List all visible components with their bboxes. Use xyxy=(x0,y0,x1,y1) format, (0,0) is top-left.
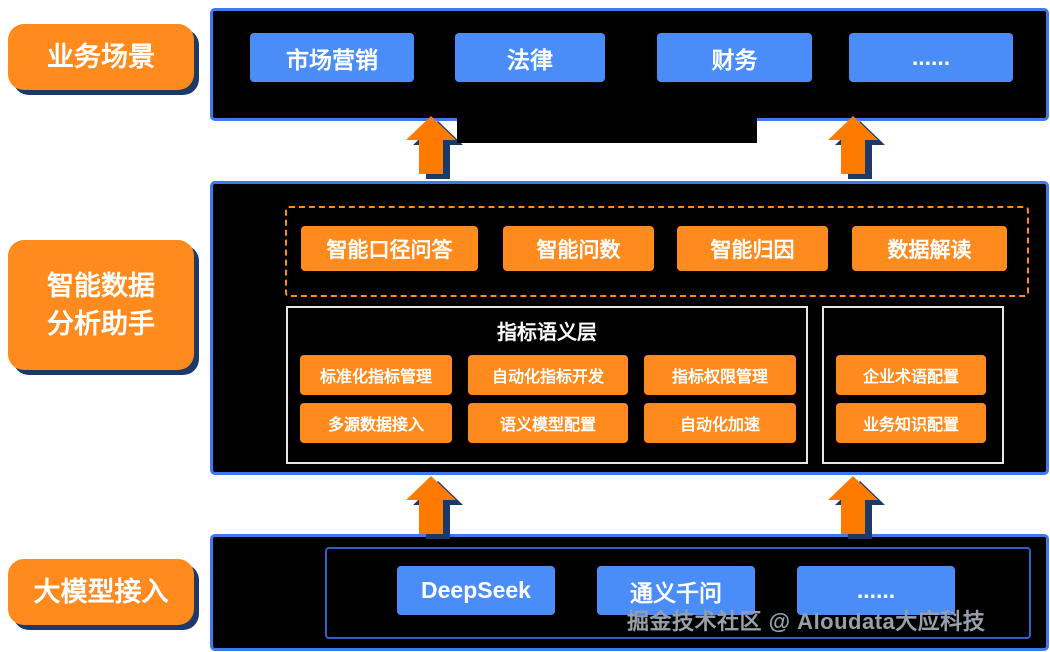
business-panel: 市场营销 法律 财务 ...... xyxy=(210,8,1049,121)
capability-attribution: 智能归因 xyxy=(674,223,831,274)
redacted-patch xyxy=(457,118,757,143)
capability-ask-data: 智能问数 xyxy=(500,223,657,274)
knowledge-item-terminology-config: 企业术语配置 xyxy=(833,352,989,398)
semantic-layer-box: 指标语义层 标准化指标管理 自动化指标开发 指标权限管理 多源数据接入 语义模型… xyxy=(286,306,808,464)
label-business-scenarios: 业务场景 xyxy=(8,24,194,90)
label-analysis-assistant: 智能数据 分析助手 xyxy=(8,240,194,370)
up-arrow-icon xyxy=(828,476,885,539)
up-arrow-icon xyxy=(406,116,463,179)
semantic-layer-title: 指标语义层 xyxy=(497,322,597,344)
label-large-model-access-text: 大模型接入 xyxy=(33,577,169,607)
semantic-item-standard-metric-mgmt: 标准化指标管理 xyxy=(297,352,455,398)
label-analysis-assistant-line2: 分析助手 xyxy=(47,309,155,339)
capability-data-interpretation: 数据解读 xyxy=(849,223,1010,274)
knowledge-item-business-knowledge-config: 业务知识配置 xyxy=(833,400,989,446)
business-item-marketing: 市场营销 xyxy=(250,33,414,82)
knowledge-box: 企业术语配置 业务知识配置 xyxy=(822,306,1004,464)
up-arrow-icon xyxy=(828,116,885,179)
semantic-item-auto-acceleration: 自动化加速 xyxy=(641,400,799,446)
model-item-deepseek: DeepSeek xyxy=(397,566,555,615)
capability-caliber-qa: 智能口径问答 xyxy=(298,223,481,274)
capabilities-box: 智能口径问答 智能问数 智能归因 数据解读 xyxy=(285,206,1029,297)
watermark-text: 掘金技术社区 @ Aloudata大应科技 xyxy=(627,609,986,634)
up-arrow-icon xyxy=(406,476,463,539)
label-business-scenarios-text: 业务场景 xyxy=(47,42,155,72)
business-item-finance: 财务 xyxy=(657,33,812,82)
model-item-tongyi-qianwen: 通义千问 xyxy=(597,566,755,615)
semantic-item-semantic-model-config: 语义模型配置 xyxy=(465,400,631,446)
business-item-more: ...... xyxy=(849,33,1013,82)
model-item-more: ...... xyxy=(797,566,955,615)
business-item-legal: 法律 xyxy=(455,33,605,82)
models-inner-box: DeepSeek 通义千问 ...... xyxy=(325,547,1031,639)
models-panel: DeepSeek 通义千问 ...... xyxy=(210,534,1049,651)
label-large-model-access: 大模型接入 xyxy=(8,559,194,625)
assistant-panel: 智能口径问答 智能问数 智能归因 数据解读 指标语义层 标准化指标管理 自动化指… xyxy=(210,181,1049,475)
semantic-item-metric-permission: 指标权限管理 xyxy=(641,352,799,398)
label-analysis-assistant-line1: 智能数据 xyxy=(47,271,155,301)
semantic-item-auto-metric-dev: 自动化指标开发 xyxy=(465,352,631,398)
semantic-item-multi-source-data: 多源数据接入 xyxy=(297,400,455,446)
